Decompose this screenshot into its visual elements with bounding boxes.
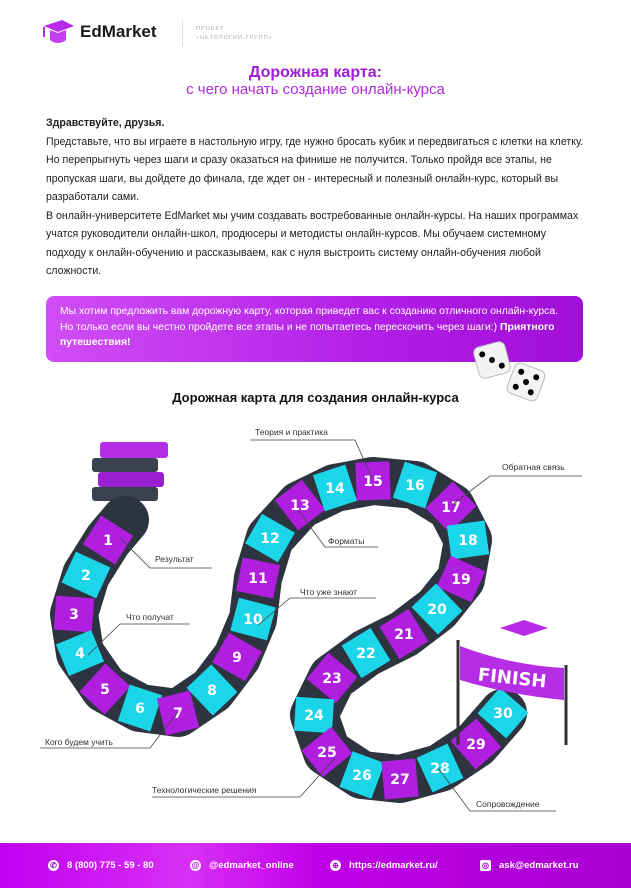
tile-1: 1 [82,515,134,565]
tile-number: 21 [394,627,413,643]
tile-26: 26 [339,751,385,799]
tile-2: 2 [61,551,111,599]
tile-number: 26 [352,768,371,784]
tile-number: 12 [260,531,279,547]
tile-number: 27 [390,772,409,788]
tile-3: 3 [53,595,95,633]
tile-number: 16 [405,478,424,494]
tile-24: 24 [293,696,335,734]
tile-number: 24 [304,708,324,724]
tile-number: 8 [207,683,217,699]
globe-icon: ⊕ [330,860,341,871]
tile-number: 13 [290,498,309,514]
label-tech: Технологические решения [152,785,257,795]
tile-11: 11 [235,557,281,599]
at-icon: @ [190,860,201,871]
logo-icon [40,18,76,53]
tile-number: 2 [81,568,91,584]
tile-22: 22 [341,627,391,679]
tile-number: 17 [441,500,460,516]
finish-flag: FINISH [456,620,568,745]
tile-21: 21 [379,608,429,660]
tile-16: 16 [392,461,438,509]
tile-19: 19 [436,555,486,603]
tile-number: 9 [232,650,242,666]
label-support: Сопровождение [476,799,540,809]
divider [182,20,183,46]
greeting: Здравствуйте, друзья. [46,117,165,129]
tile-15: 15 [355,461,391,501]
tile-number: 29 [466,737,485,753]
tile-7: 7 [156,690,200,736]
tile-6: 6 [117,684,163,732]
tile-5: 5 [79,663,131,715]
intro-paragraph-2: В онлайн-университете EdMarket мы учим с… [46,209,579,278]
tile-29: 29 [450,718,502,770]
leader-lines [40,439,582,812]
page-subtitle: с чего начать создание онлайн-курса [186,81,445,98]
label-audience: Кого будем учить [45,737,113,747]
tile-20: 20 [411,583,463,635]
tile-number: 28 [430,761,449,777]
tile-number: 25 [317,745,336,761]
tile-number: 10 [243,612,263,628]
tile-number: 18 [458,533,477,549]
project-name: «НЕТОЛОГИИ-ГРУПП» [196,35,273,41]
label-outcome: Что получат [126,612,174,622]
tile-9: 9 [212,632,262,682]
tile-number: 11 [248,571,267,587]
tile-13: 13 [274,479,326,531]
label-theory: Теория и практика [255,427,328,437]
tile-number: 1 [103,533,113,549]
grad-cap-icon [500,620,548,636]
tile-number: 5 [100,682,110,698]
footer-social[interactable]: @edmarket_online [209,860,294,871]
intro-text: Здравствуйте, друзья. Представьте, что в… [46,114,586,281]
footer-site[interactable]: https://edmarket.ru/ [349,860,438,871]
tile-4: 4 [55,630,105,676]
project-label: ПРОЕКТ [196,26,225,32]
footer-email[interactable]: ask@edmarket.ru [499,860,579,871]
tile-12: 12 [245,513,295,563]
brand-name: EdMarket [80,22,157,41]
dice-icon [470,338,550,409]
tile-30: 30 [477,687,529,739]
footer: ✆ 8 (800) 775 - 59 - 80 @ @edmarket_online… [0,843,631,888]
tile-8: 8 [186,664,238,716]
phone-icon: ✆ [48,860,59,871]
label-result: Результат [155,554,194,564]
intro-paragraph-1: Представьте, что вы играете в настольную… [46,135,584,204]
tile-27: 27 [381,758,419,800]
tile-18: 18 [446,520,490,560]
map-title: Дорожная карта для создания онлайн-курса [172,390,459,405]
tile-14: 14 [312,464,358,512]
tile-number: 3 [69,607,79,623]
tile-number: 19 [451,572,470,588]
tile-number: 22 [356,646,375,662]
label-known: Что уже знают [300,587,358,597]
tile-17: 17 [425,481,477,533]
tile-number: 7 [173,706,183,722]
banner-bold: Приятного путешествия! [60,321,555,349]
footer-phone[interactable]: 8 (800) 775 - 59 - 80 [67,860,154,871]
tile-number: 20 [427,602,447,618]
tile-10: 10 [230,597,276,641]
tile-25: 25 [301,726,353,778]
tile-number: 30 [493,706,513,722]
tile-number: 23 [322,671,341,687]
tile-number: 4 [75,646,85,662]
tile-28: 28 [416,743,464,793]
tile-23: 23 [306,652,358,704]
books-icon [92,442,168,501]
instagram-icon: ◎ [480,860,491,871]
label-feedback: Обратная связь [502,462,565,472]
tile-number: 6 [135,701,145,717]
label-formats: Форматы [328,536,365,546]
tile-number: 15 [363,474,382,490]
banner-text: Мы хотим предложить вам дорожную карту, … [60,306,559,333]
tile-number: 14 [325,481,345,497]
page-title: Дорожная карта: [249,64,382,81]
